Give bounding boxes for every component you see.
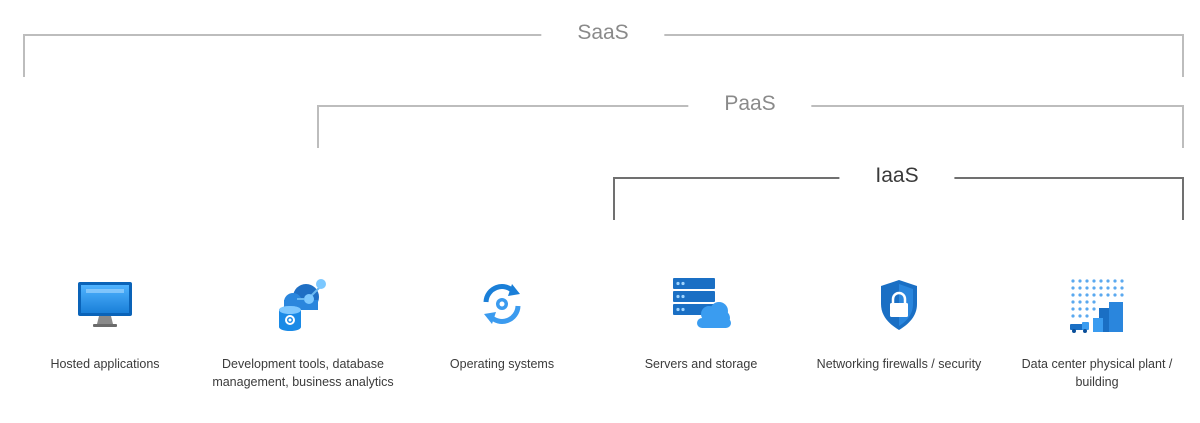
server-cloud-icon (673, 278, 731, 328)
item-label: Hosted applications (50, 357, 160, 371)
item-development-tools: Development tools, database management, … (208, 272, 398, 391)
item-label: Operating systems (449, 357, 555, 371)
item-label: Data center physical plant / building (1021, 357, 1173, 389)
item-servers-storage: Servers and storage (606, 272, 796, 373)
refresh-gear-icon (483, 284, 521, 324)
saas-label: SaaS (541, 21, 665, 45)
iaas-label: IaaS (839, 164, 955, 188)
item-label: Servers and storage (644, 357, 758, 371)
item-label: Development tools, database management, … (212, 357, 394, 389)
monitor-icon (78, 282, 132, 327)
item-data-center: Data center physical plant / building (1002, 272, 1192, 391)
database-cloud-icon (279, 279, 326, 331)
item-operating-systems: Operating systems (407, 272, 597, 373)
datacenter-building-icon (1070, 279, 1124, 333)
item-hosted-applications: Hosted applications (10, 272, 200, 373)
paas-label: PaaS (688, 92, 812, 116)
item-networking-security: Networking firewalls / security (804, 272, 994, 373)
shield-lock-icon (881, 280, 917, 330)
item-label: Networking firewalls / security (816, 357, 982, 371)
